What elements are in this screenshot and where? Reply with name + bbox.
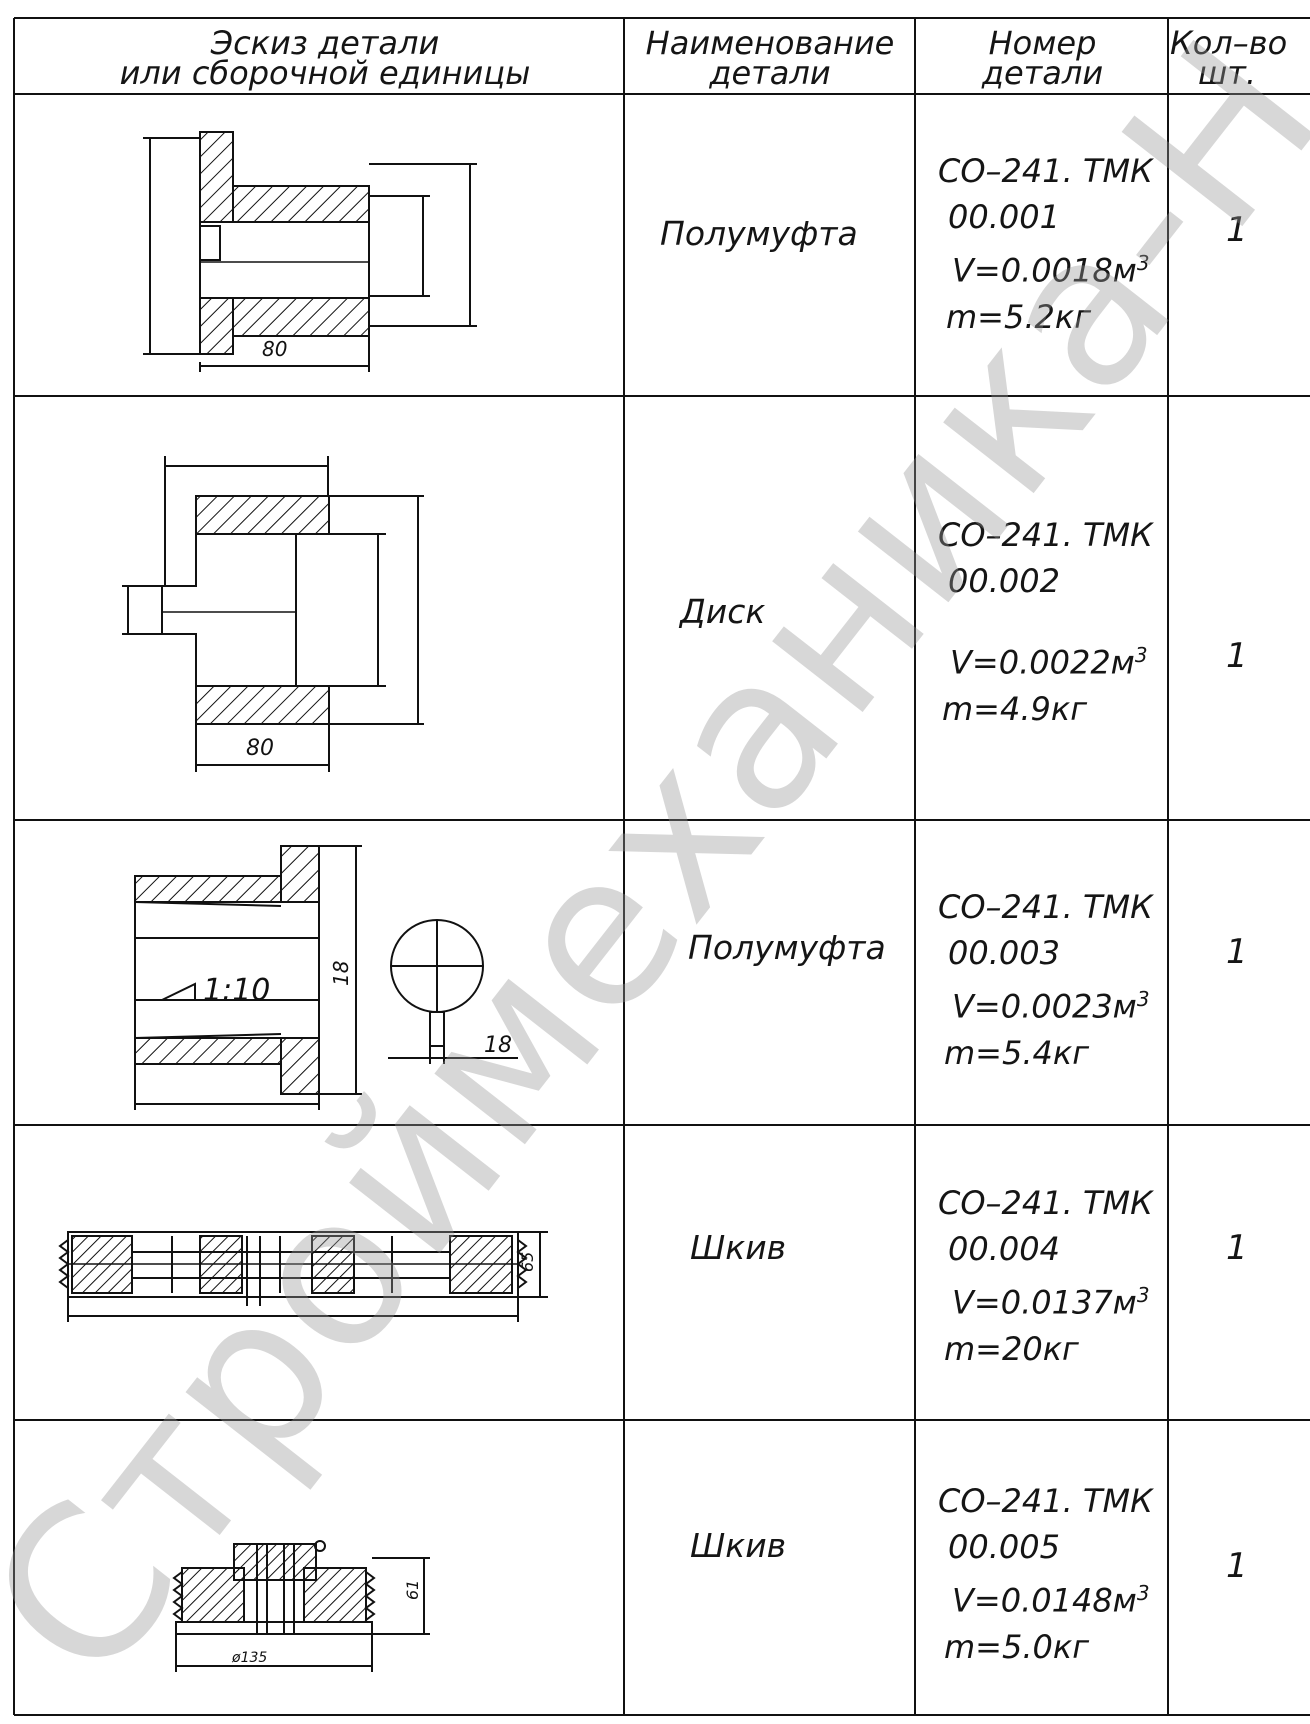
part-qty: 1 bbox=[1226, 636, 1248, 676]
dim-label: 18 bbox=[329, 961, 353, 986]
part-volume: V=0.0148м3 bbox=[938, 1570, 1153, 1624]
part-volume: V=0.0018м3 bbox=[938, 240, 1153, 294]
part-qty: 1 bbox=[1226, 1228, 1248, 1268]
part-volume-value: V=0.0148м bbox=[952, 1581, 1137, 1620]
unit-exponent: 3 bbox=[1136, 987, 1150, 1011]
dim-label: 65 bbox=[518, 1252, 537, 1272]
part-mass: m=5.4кг bbox=[944, 1033, 1090, 1072]
part-volume: V=0.0023м3 bbox=[938, 976, 1153, 1030]
sketch-coupling-2 bbox=[134, 845, 518, 1110]
header-sketch-line2: или сборочной единицы bbox=[119, 54, 531, 92]
dim-label: 80 bbox=[262, 337, 287, 361]
header-name-line1: Наименование bbox=[645, 24, 895, 62]
part-number: СО–241. ТМК 00.005 V=0.0148м3 m=5.0кг bbox=[938, 1478, 1153, 1670]
part-mass: m=5.0кг bbox=[944, 1627, 1090, 1666]
part-name: Шкив bbox=[690, 1228, 787, 1267]
part-number: СО–241. ТМК 00.002 V=0.0022м3 m=4.9кг bbox=[938, 512, 1153, 732]
unit-exponent: 3 bbox=[1136, 1581, 1150, 1605]
dim-label: 61 bbox=[403, 1580, 422, 1600]
header-name: Наименование детали bbox=[630, 24, 910, 92]
part-number: СО–241. ТМК 00.004 V=0.0137м3 m=20кг bbox=[938, 1180, 1153, 1372]
unit-exponent: 3 bbox=[1134, 643, 1148, 667]
part-volume: V=0.0137м3 bbox=[938, 1272, 1153, 1326]
part-number-series: СО–241. ТМК bbox=[938, 516, 1153, 554]
part-number-series: СО–241. ТМК bbox=[938, 1184, 1153, 1222]
dim-label: 1:10 bbox=[203, 973, 270, 1008]
part-volume-value: V=0.0137м bbox=[952, 1283, 1137, 1322]
part-name: Диск bbox=[680, 592, 766, 631]
part-number-series: СО–241. ТМК bbox=[938, 1482, 1153, 1520]
part-mass: m=20кг bbox=[944, 1329, 1079, 1368]
dim-label: ø135 bbox=[231, 1650, 267, 1666]
header-number-line1: Номер bbox=[988, 24, 1097, 62]
unit-exponent: 3 bbox=[1136, 1283, 1150, 1307]
part-volume-value: V=0.0023м bbox=[952, 987, 1137, 1026]
part-code: 00.004 bbox=[948, 1230, 1060, 1268]
sketch-pulley-narrow bbox=[172, 1540, 430, 1672]
part-code: 00.001 bbox=[948, 198, 1060, 236]
header-qty: Кол–во шт. bbox=[1170, 24, 1310, 92]
part-number-series: СО–241. ТМК bbox=[938, 152, 1153, 190]
part-qty: 1 bbox=[1226, 932, 1248, 972]
part-volume-value: V=0.0018м bbox=[952, 251, 1137, 290]
part-name: Полумуфта bbox=[660, 214, 858, 253]
part-number-series: СО–241. ТМК bbox=[938, 888, 1153, 926]
part-code: 00.005 bbox=[948, 1528, 1060, 1566]
part-volume: V=0.0022м3 bbox=[938, 632, 1153, 686]
part-code: 00.002 bbox=[948, 562, 1060, 600]
part-name: Полумуфта bbox=[688, 928, 886, 967]
dim-label: 80 bbox=[246, 736, 274, 761]
part-mass: m=5.2кг bbox=[946, 297, 1092, 336]
part-volume-value: V=0.0022м bbox=[950, 643, 1135, 682]
header-sketch-line1: Эскиз детали bbox=[210, 24, 440, 62]
part-number: СО–241. ТМК 00.003 V=0.0023м3 m=5.4кг bbox=[938, 884, 1153, 1076]
part-code: 00.003 bbox=[948, 934, 1060, 972]
header-name-line2: детали bbox=[709, 54, 831, 92]
header-number: Номер детали bbox=[920, 24, 1165, 92]
dim-label: 18 bbox=[484, 1033, 512, 1058]
sketch-pulley-wide bbox=[58, 1231, 548, 1322]
part-qty: 1 bbox=[1226, 210, 1248, 250]
header-qty-line2: шт. bbox=[1198, 54, 1257, 92]
header-qty-line1: Кол–во bbox=[1170, 24, 1288, 62]
part-mass: m=4.9кг bbox=[942, 689, 1088, 728]
part-name: Шкив bbox=[690, 1526, 787, 1565]
header-number-line2: детали bbox=[981, 54, 1104, 92]
part-number: СО–241. ТМК 00.001 V=0.0018м3 m=5.2кг bbox=[938, 148, 1153, 340]
sketch-disk bbox=[122, 456, 424, 772]
unit-exponent: 3 bbox=[1136, 251, 1150, 275]
sketch-coupling-1 bbox=[143, 131, 477, 372]
part-qty: 1 bbox=[1226, 1546, 1248, 1586]
header-sketch: Эскиз детали или сборочной единицы bbox=[30, 24, 620, 92]
